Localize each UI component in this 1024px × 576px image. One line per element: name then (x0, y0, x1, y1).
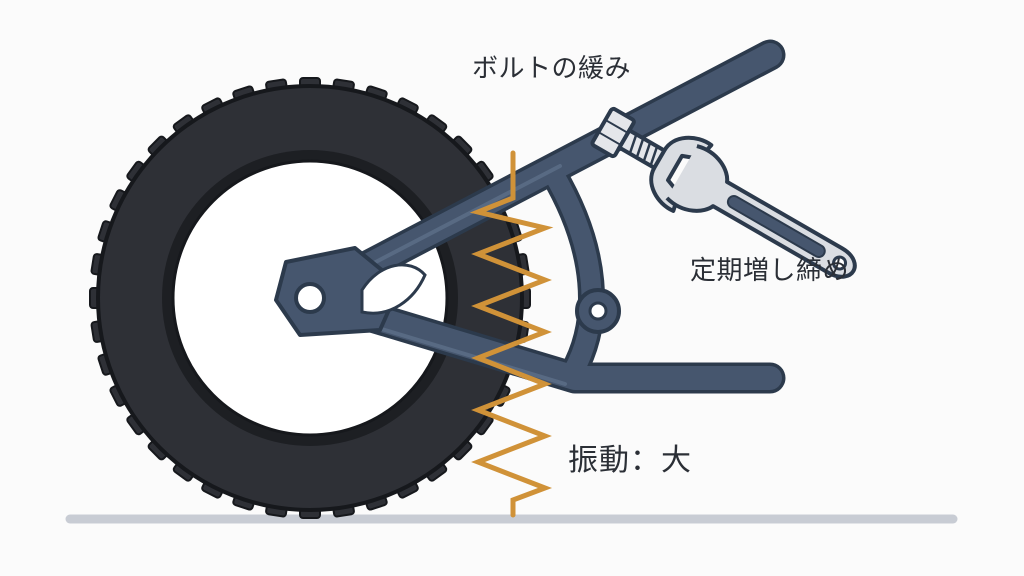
wrench-icon (649, 135, 857, 279)
axle-plate (274, 246, 427, 337)
swingarm-frame (296, 39, 786, 394)
vibration-label: 振動：大 (568, 443, 692, 478)
mount-bracket (575, 288, 621, 334)
periodic-retightening-label: 定期増し締め (690, 256, 850, 286)
bolt-loosening-label: ボルトの緩み (472, 54, 632, 84)
vibration-spring-icon (469, 150, 554, 518)
